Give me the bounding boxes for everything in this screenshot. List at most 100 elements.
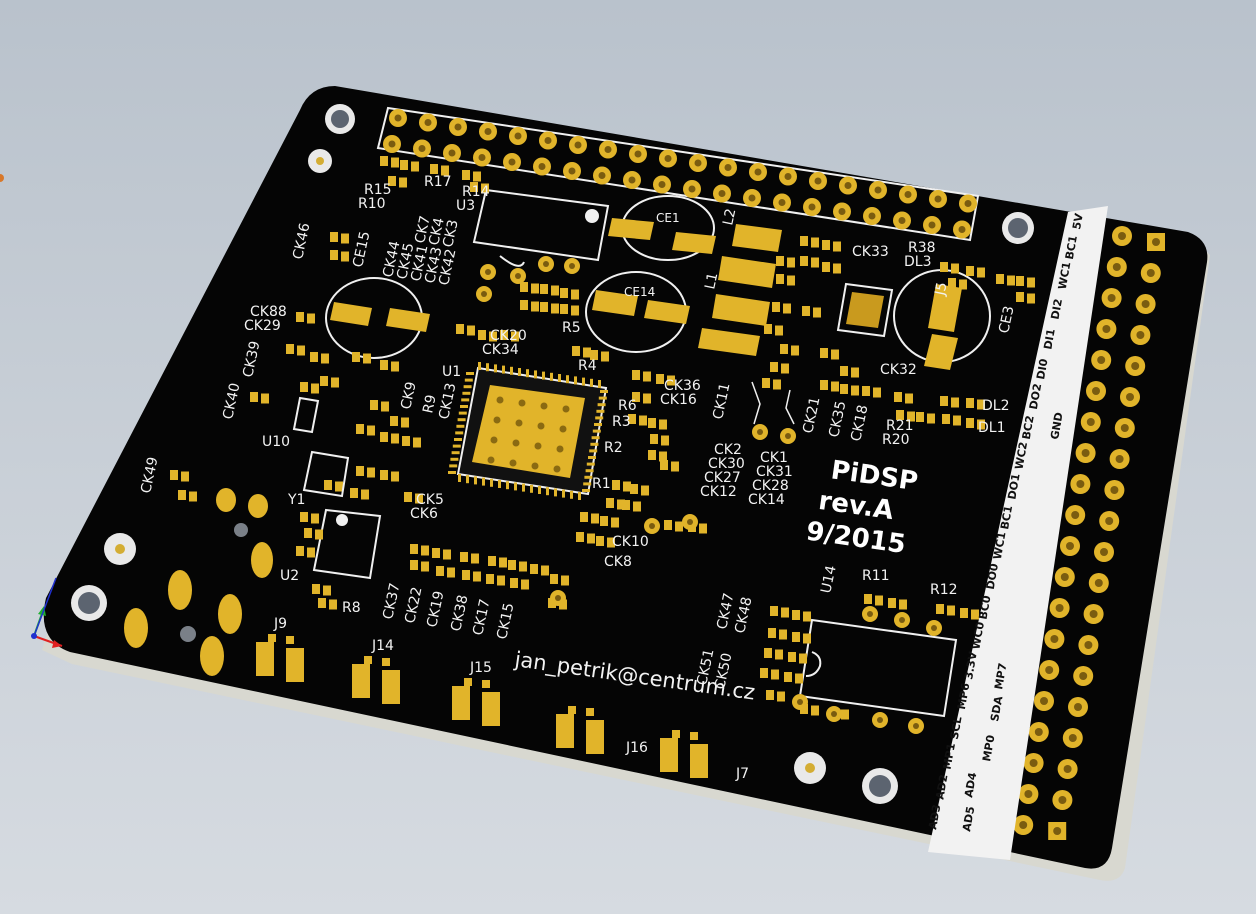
label-ck18: CK18 bbox=[848, 404, 871, 443]
smd-pad bbox=[899, 599, 907, 610]
smd-pad bbox=[520, 282, 528, 292]
label-ck1: CK1 bbox=[760, 450, 788, 466]
qfp-pin bbox=[460, 405, 468, 408]
smd-pad bbox=[977, 267, 985, 278]
header-pin-hole bbox=[898, 217, 906, 224]
smd-pad bbox=[170, 470, 178, 480]
tht-hole bbox=[649, 523, 655, 529]
qfp-pin bbox=[448, 471, 456, 474]
header-pin-hole bbox=[1045, 666, 1054, 674]
header-pin-hole bbox=[418, 145, 426, 152]
smd-pad bbox=[630, 484, 638, 494]
smd-pad bbox=[462, 170, 470, 180]
smd-pad bbox=[632, 370, 640, 380]
smd-pad bbox=[318, 598, 326, 608]
smd-pad bbox=[996, 274, 1004, 284]
header-pin-hole bbox=[904, 191, 912, 198]
mounting-hole bbox=[1008, 218, 1028, 238]
smd-pad bbox=[641, 485, 649, 496]
header-pin-hole bbox=[1102, 325, 1111, 333]
thermal-via bbox=[559, 425, 567, 433]
smd-pad bbox=[795, 673, 803, 684]
label-ck38: CK38 bbox=[448, 594, 471, 633]
smd-pad bbox=[341, 251, 349, 262]
qfp-pin bbox=[526, 369, 529, 378]
smd-pad bbox=[541, 565, 549, 576]
smd-pad bbox=[531, 283, 539, 294]
header-pin-hole bbox=[424, 119, 432, 126]
smd-pad bbox=[300, 382, 308, 392]
smd-pad bbox=[775, 325, 783, 336]
smd-pad bbox=[399, 177, 407, 188]
smd-pad bbox=[940, 262, 948, 272]
label-u2: U2 bbox=[280, 568, 299, 584]
smd-pad bbox=[519, 561, 527, 572]
smd-pad bbox=[966, 398, 974, 408]
smd-pad bbox=[481, 183, 489, 194]
header-pin-hole bbox=[1066, 542, 1074, 550]
smd-pad bbox=[660, 460, 668, 470]
smd-pad bbox=[960, 608, 968, 618]
smd-pad bbox=[661, 435, 669, 446]
smd-pad bbox=[356, 424, 364, 434]
smd-pad bbox=[350, 488, 358, 498]
qfp-pin bbox=[582, 489, 590, 492]
label-ck46: CK46 bbox=[290, 221, 313, 260]
smd-pad bbox=[606, 498, 614, 508]
label-ck8: CK8 bbox=[604, 554, 632, 570]
thermal-via bbox=[487, 456, 495, 464]
header-pin-hole bbox=[1094, 579, 1103, 587]
qfp-pin bbox=[451, 451, 460, 455]
qfp-pin bbox=[482, 477, 485, 486]
label-ck33: CK33 bbox=[852, 244, 889, 260]
smd-pad bbox=[760, 668, 768, 678]
smd-pad bbox=[447, 567, 455, 578]
smd-pad bbox=[951, 263, 959, 274]
qfp-pin bbox=[591, 436, 600, 440]
qfp-pin bbox=[490, 478, 493, 487]
smd-pad bbox=[443, 549, 451, 560]
smd-pad bbox=[831, 381, 839, 392]
label-ck41: CK41 bbox=[408, 244, 431, 283]
connector-label: BC2 bbox=[1020, 415, 1037, 441]
header-pin-hole bbox=[388, 140, 396, 148]
qfp-pin bbox=[478, 362, 481, 370]
jumper-pad bbox=[672, 730, 680, 738]
smd-pad bbox=[650, 434, 658, 444]
header-pin-hole bbox=[718, 190, 726, 197]
qfp-pin bbox=[466, 372, 474, 375]
label-ck5: CK5 bbox=[416, 492, 444, 508]
smd-pad bbox=[473, 171, 481, 182]
label-ck48: CK48 bbox=[732, 596, 755, 635]
header-pin-hole bbox=[1029, 759, 1038, 767]
qfp-pin bbox=[554, 488, 557, 497]
smd-pad bbox=[648, 450, 656, 460]
qfp-pin bbox=[566, 375, 569, 384]
smd-pad bbox=[773, 379, 781, 390]
qfp-pin bbox=[600, 390, 608, 393]
smd-pad bbox=[927, 413, 935, 424]
label-r4: R4 bbox=[578, 358, 597, 374]
smd-pad bbox=[617, 499, 625, 510]
qfp-pin bbox=[514, 482, 517, 491]
smd-pad bbox=[436, 566, 444, 576]
tht-hole bbox=[543, 261, 549, 267]
smd-pad bbox=[571, 289, 579, 300]
header-pin-hole bbox=[1034, 728, 1043, 736]
smd-pad bbox=[768, 628, 776, 638]
smd-pad bbox=[766, 690, 774, 700]
label-ck51: CK51 bbox=[694, 648, 717, 687]
header-pin-hole bbox=[964, 200, 972, 207]
header-pin-hole bbox=[1136, 331, 1145, 339]
header-outline bbox=[376, 106, 980, 242]
smd-pad bbox=[802, 306, 810, 316]
label-ck45: CK45 bbox=[394, 242, 417, 281]
thermal-via bbox=[512, 439, 520, 447]
label-ck29: CK29 bbox=[244, 318, 281, 334]
label-r17: R17 bbox=[424, 174, 452, 190]
label-ck9: CK9 bbox=[398, 380, 419, 411]
jumper-pad bbox=[364, 656, 372, 664]
smd-pad bbox=[486, 574, 494, 584]
header-pin-hole bbox=[1050, 635, 1059, 643]
smd-pad bbox=[875, 595, 883, 606]
